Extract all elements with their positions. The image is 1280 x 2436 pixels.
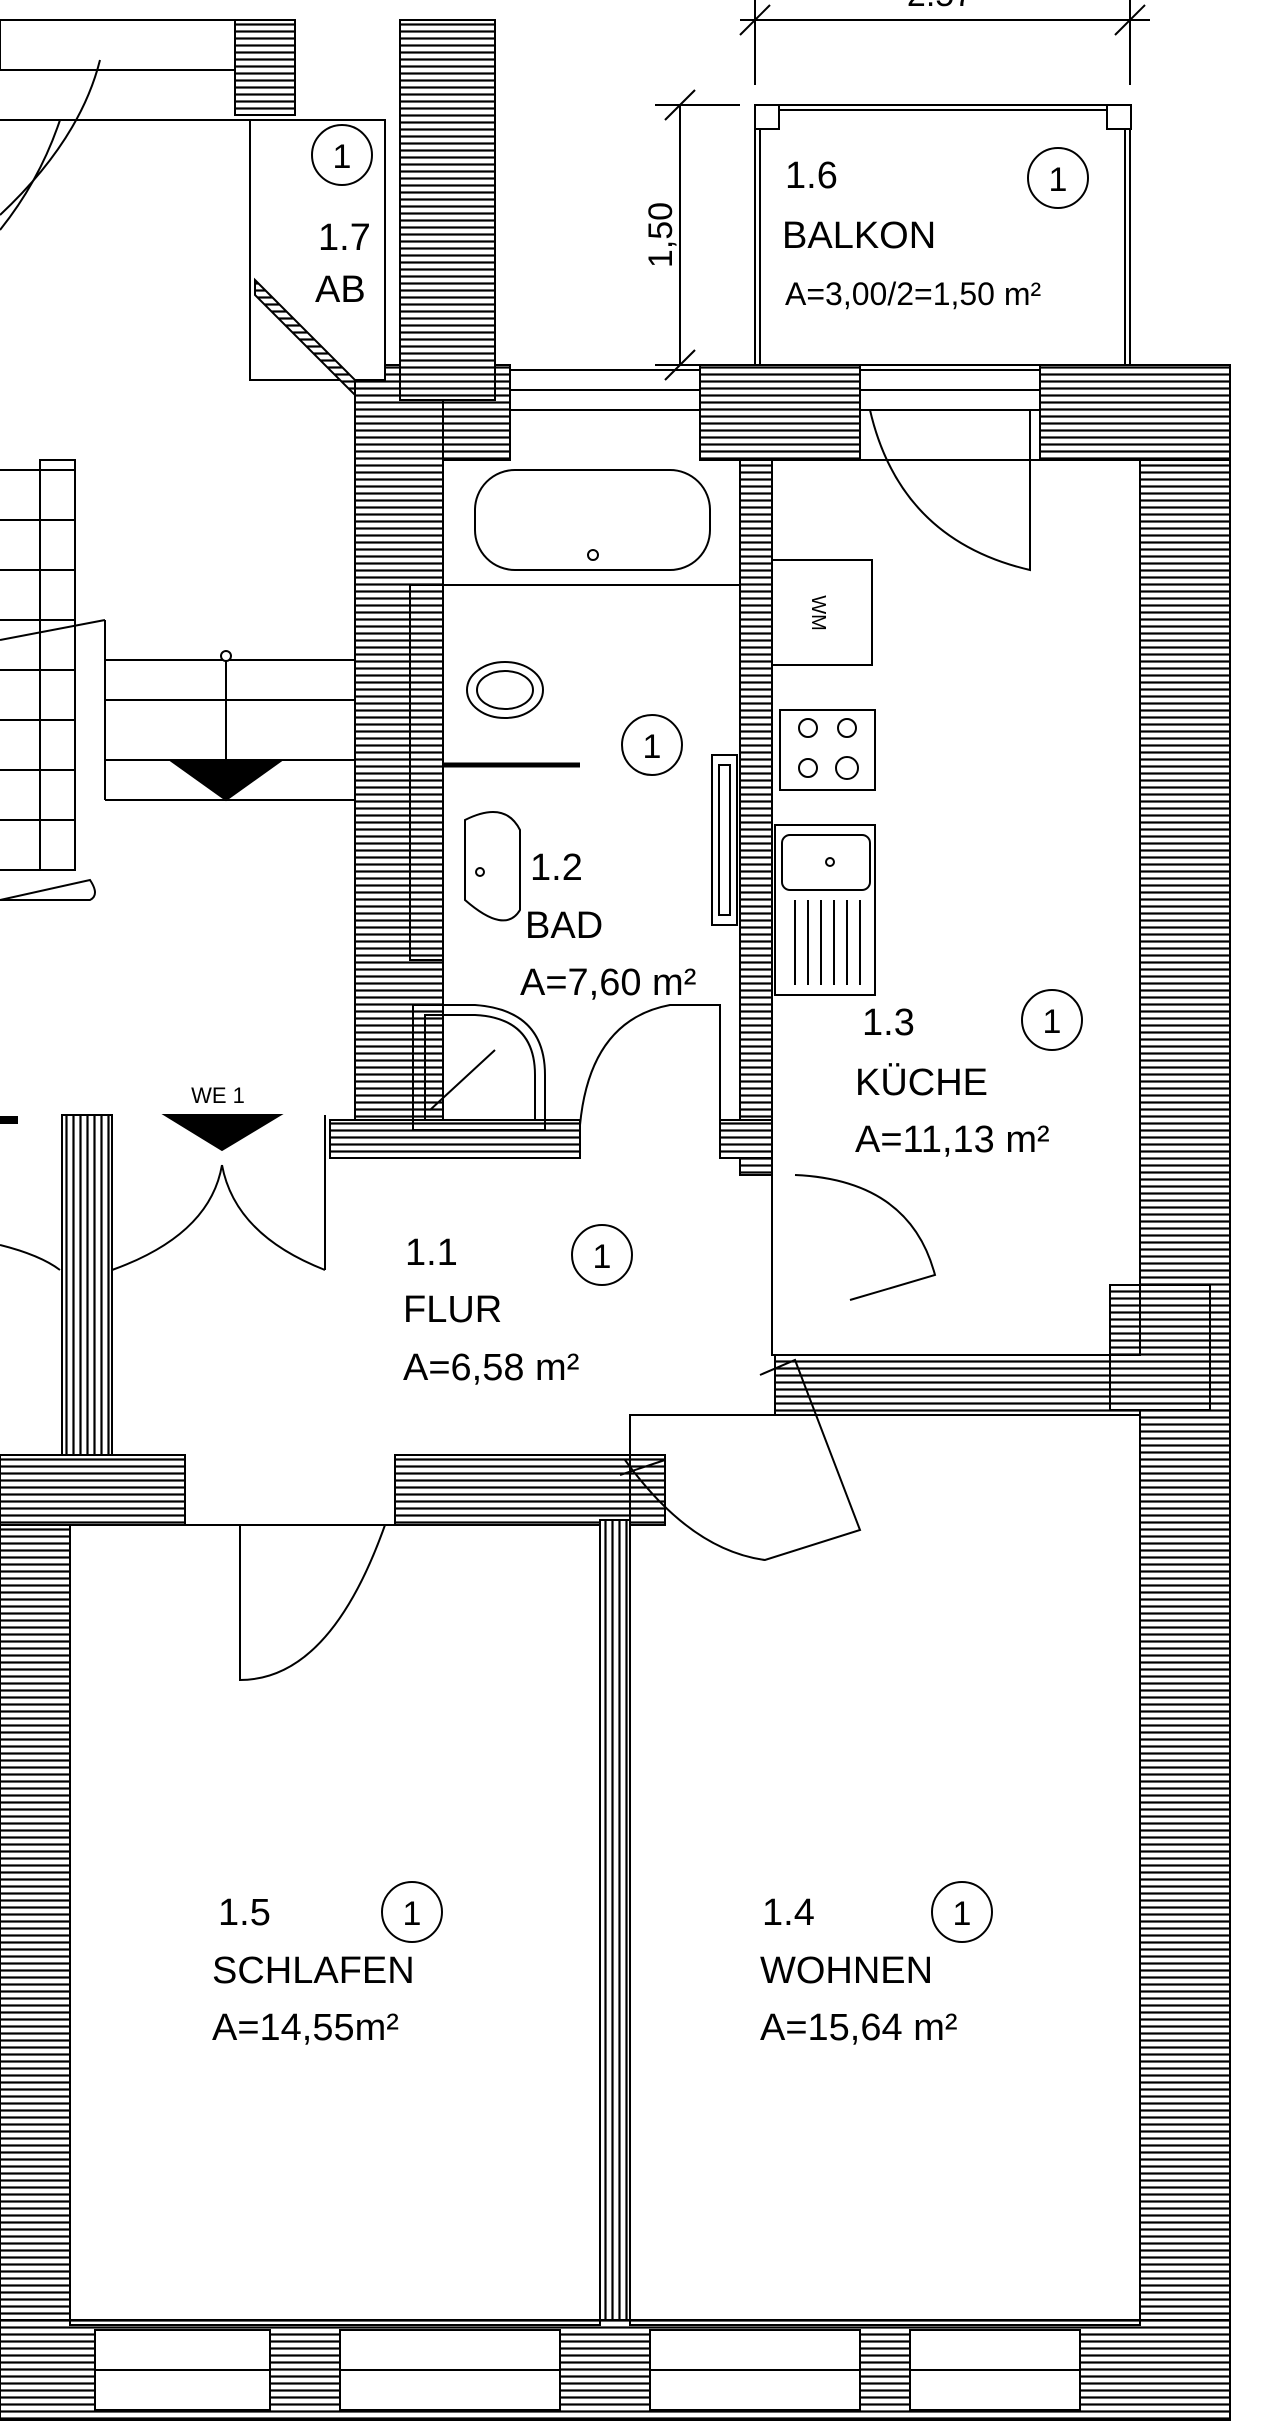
bedroom-door-swing [239,1524,386,1682]
entrance-arrow-icon [161,1114,284,1152]
wall-bath-bottom-left [329,1119,581,1159]
dimension-top-label: 2.57 [907,0,973,14]
wall-bedroom-top-left [0,1454,186,1526]
room-outline-wohnen [629,1414,1141,2326]
stove-icon [779,709,876,791]
wall-bath-kitchen [739,459,773,1176]
wall-bath-left [354,364,444,1126]
svg-text:SCHLAFEN: SCHLAFEN [212,1950,415,1992]
entrance-label: WE 1 [191,1083,245,1108]
stairwell [0,19,386,901]
flur-opening [619,1459,666,1476]
room-labels: 1.1 FLUR A=6,58 m² 1.2 BAD A=7,60 m² 1.3… [212,155,1050,2049]
svg-text:BAD: BAD [525,905,603,947]
walls [0,19,1231,2421]
room-label-flur: 1.1 FLUR A=6,58 m² [403,1232,579,1389]
tag-flur: 1 [571,1224,633,1286]
room-tags: 1 1 1 1 1 1 1 [311,124,1089,1943]
room-label-balkon: 1.6 BALKON A=3,00/2=1,50 m² [782,155,1042,312]
svg-text:1: 1 [333,138,352,176]
outer-wall-top-right [1039,364,1231,461]
svg-text:KÜCHE: KÜCHE [855,1062,988,1104]
wall-bedroom-top-right [394,1454,666,1526]
wall-partition [599,1519,631,2341]
stair-wall-block [0,19,236,71]
svg-text:1.3: 1.3 [862,1002,915,1044]
svg-text:BALKON: BALKON [782,215,936,257]
svg-text:1.7: 1.7 [318,217,371,259]
room-label-wohnen: 1.4 WOHNEN A=15,64 m² [760,1892,958,2049]
svg-text:A=7,60 m²: A=7,60 m² [520,962,696,1004]
svg-text:FLUR: FLUR [403,1289,502,1331]
bathtub [474,469,711,571]
tag-schlafen: 1 [381,1881,443,1943]
svg-text:A=15,64 m²: A=15,64 m² [760,2007,958,2049]
kitchen-entry-door-swing [794,1174,937,1301]
wall-stair-top-left [234,19,296,116]
kitchen-fixtures: WM [771,409,1031,1301]
room-label-ab: 1.7 AB [315,217,371,311]
tag-wohnen: 1 [931,1881,993,1943]
radiator [711,754,738,926]
bath-partition-wall [409,584,444,961]
wall-bedroom-left [0,1524,71,2341]
room-label-kueche: 1.3 KÜCHE A=11,13 m² [855,1002,1050,1161]
tag-bad: 1 [621,714,683,776]
svg-text:AB: AB [315,269,366,311]
outer-wall-top-middle [699,364,861,461]
balcony: 1,50 2.57 [642,0,1150,381]
svg-text:A=11,13 m²: A=11,13 m² [855,1119,1050,1161]
stair-diagonal-wall [254,277,356,398]
svg-text:1: 1 [403,1895,422,1933]
svg-text:1: 1 [643,728,662,766]
svg-text:1: 1 [953,1895,972,1933]
room-outline-kueche [771,459,1141,1356]
wall-kitchen-bottom-right [1109,1284,1211,1411]
kitchen-door-swing [869,409,1031,572]
svg-text:1.4: 1.4 [762,1892,815,1934]
svg-text:A=6,58 m²: A=6,58 m² [403,1347,579,1389]
svg-text:1.5: 1.5 [218,1892,271,1934]
toilet-icon [466,661,544,719]
washbasin-icon [464,811,521,922]
doors [239,1358,862,1682]
washing-machine [771,559,873,666]
wall-bath-bottom-right [719,1119,773,1159]
room-outline-schlafen [69,1524,601,2326]
bathroom-fixtures [409,469,740,1131]
tag-kueche: 1 [1021,989,1083,1051]
entrance: WE 1 [0,1083,326,1271]
living-door-swing [624,1358,862,1562]
wall-stair-top-right [399,19,496,401]
svg-text:1.2: 1.2 [530,847,583,889]
room-outlines [69,459,1141,2326]
tag-balkon: 1 [1027,147,1089,209]
svg-text:1: 1 [1043,1003,1062,1041]
room-label-bad: 1.2 BAD A=7,60 m² [520,847,696,1004]
stair-arrow-icon [166,759,286,802]
wall-flur-left [61,1114,113,1456]
wm-label: WM [807,595,829,631]
sink-icon [774,824,876,996]
dimension-depth-label: 1,50 [642,202,680,268]
svg-text:A=3,00/2=1,50 m²: A=3,00/2=1,50 m² [785,276,1042,312]
svg-text:1: 1 [593,1238,612,1276]
shower-icon [412,1004,546,1131]
svg-text:1.1: 1.1 [405,1232,458,1274]
svg-text:WOHNEN: WOHNEN [760,1950,933,1992]
tag-ab: 1 [311,124,373,186]
svg-text:1: 1 [1049,161,1068,199]
svg-text:A=14,55m²: A=14,55m² [212,2007,399,2049]
wall-kitchen-bottom [774,1354,1141,1416]
bath-door-swing [579,1004,721,1126]
room-label-schlafen: 1.5 SCHLAFEN A=14,55m² [212,1892,415,2049]
svg-text:1.6: 1.6 [785,155,838,197]
